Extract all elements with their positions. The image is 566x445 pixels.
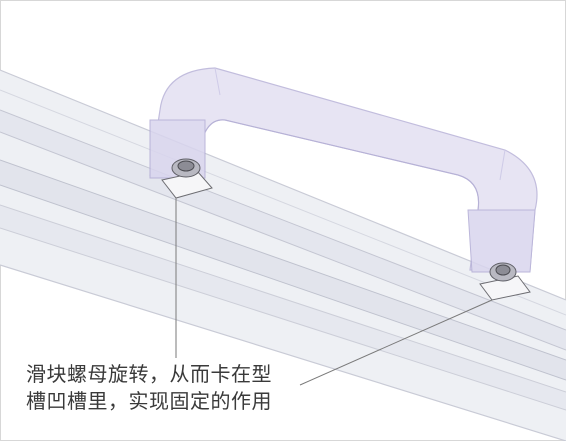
figure-caption: 滑块螺母旋转，从而卡在型 槽凹槽里，实现固定的作用 [26, 361, 272, 415]
aluminum-profile-rail [0, 69, 566, 442]
caption-line-1: 滑块螺母旋转，从而卡在型 [26, 362, 272, 386]
pointer-line-right [299, 299, 493, 386]
slide-nut-right [479, 262, 531, 301]
slide-nut-left [161, 158, 213, 199]
caption-line-2: 槽凹槽里，实现固定的作用 [26, 389, 272, 413]
